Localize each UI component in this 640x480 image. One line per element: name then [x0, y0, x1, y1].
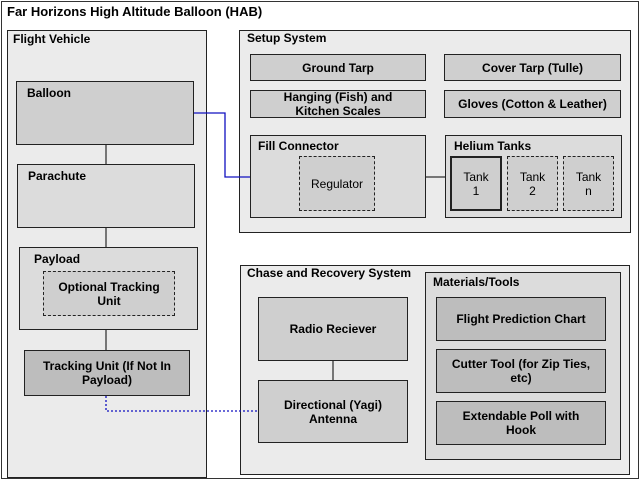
- materials-tools-label: Materials/Tools: [433, 275, 520, 289]
- optional-tracking-unit-box: Optional Tracking Unit: [43, 271, 175, 316]
- tank-1-box: Tank 1: [450, 156, 502, 211]
- parachute-box: Parachute: [17, 164, 195, 228]
- balloon-label: Balloon: [27, 86, 71, 100]
- setup-system-title: Setup System: [247, 31, 327, 45]
- diagram-title: Far Horizons High Altitude Balloon (HAB): [7, 4, 263, 19]
- extendable-poll-box: Extendable Poll with Hook: [436, 401, 606, 445]
- fill-connector-label: Fill Connector: [258, 139, 339, 153]
- flight-prediction-chart-box: Flight Prediction Chart: [436, 297, 606, 341]
- parachute-label: Parachute: [28, 169, 87, 183]
- tank-2-box: Tank 2: [507, 156, 558, 211]
- tracking-unit-box: Tracking Unit (If Not In Payload): [24, 350, 190, 396]
- chase-recovery-title: Chase and Recovery System: [247, 266, 412, 280]
- radio-receiver-box: Radio Reciever: [258, 297, 408, 361]
- regulator-box: Regulator: [299, 156, 375, 211]
- scales-box: Hanging (Fish) and Kitchen Scales: [250, 90, 426, 118]
- helium-tanks-label: Helium Tanks: [454, 139, 532, 153]
- antenna-box: Directional (Yagi) Antenna: [258, 380, 408, 443]
- gloves-box: Gloves (Cotton & Leather): [444, 90, 621, 118]
- cutter-tool-box: Cutter Tool (for Zip Ties, etc): [436, 349, 606, 393]
- balloon-box: Balloon: [16, 81, 194, 145]
- tank-n-box: Tank n: [563, 156, 614, 211]
- payload-label: Payload: [34, 252, 81, 266]
- cover-tarp-box: Cover Tarp (Tulle): [444, 54, 621, 81]
- flight-vehicle-title: Flight Vehicle: [13, 32, 91, 46]
- ground-tarp-box: Ground Tarp: [250, 54, 426, 81]
